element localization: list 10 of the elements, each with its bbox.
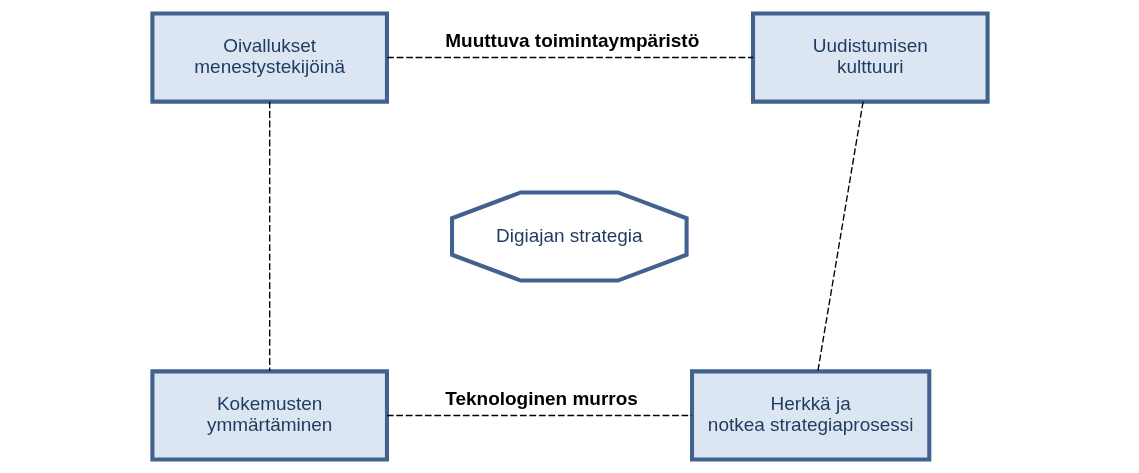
connector [386,56,754,59]
edge-label: Muuttuva toimintaympäristö [444,29,699,51]
connector [385,414,692,417]
node-box: Kokemusten ymmärtäminen [149,369,389,462]
connector [268,101,270,372]
node-box: Uudistumisen kulttuuri [750,11,990,104]
node-box: Oivallukset menestystekijöinä [149,11,389,104]
connector [816,101,864,372]
node-box: Herkkä ja notkea strategiaprosessi [689,369,931,462]
edge-label: Teknologinen murros [444,387,638,409]
